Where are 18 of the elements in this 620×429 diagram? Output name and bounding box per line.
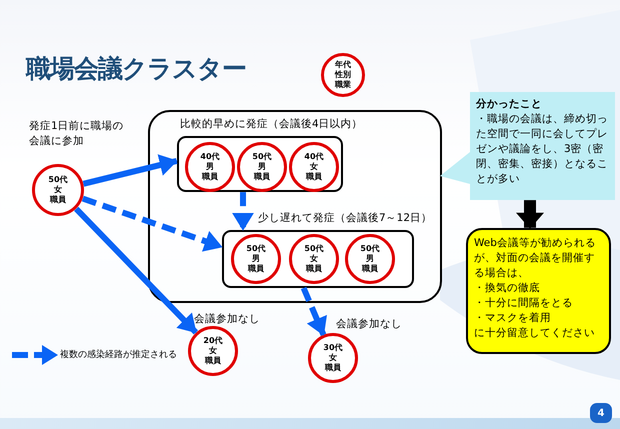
side-note: 会議参加なし bbox=[336, 317, 402, 332]
callout-box: 分かったこと ・職場の会議は、締め切った空間で一同に会してプレゼンや議論をし、3密（密閉、密集、密接）となることが多い bbox=[470, 92, 615, 200]
note-box: Web会議等が勧められるが、対面の会議を開催する場合は、 ・換気の徹底 ・十分に間隔をとる ・マスクを着用 に十分留意してください bbox=[466, 228, 611, 354]
person-circle: 年代 性別 職業 bbox=[321, 53, 365, 97]
arrow bbox=[82, 154, 178, 187]
arrow bbox=[232, 192, 254, 231]
arrow bbox=[74, 206, 198, 334]
page-number: 4 bbox=[590, 403, 612, 423]
side-note: 発症1日前に職場の会議に参加 bbox=[29, 119, 125, 149]
group-box bbox=[148, 110, 442, 303]
side-note: 会議参加なし bbox=[194, 312, 260, 327]
title: 職場会議クラスター bbox=[26, 53, 246, 85]
group-heading: 比較的早めに発症（会議後4日以内） bbox=[180, 117, 363, 131]
group-heading: 少し遅れて発症（会議後7～12日） bbox=[258, 211, 432, 225]
arrow bbox=[300, 286, 327, 336]
legend-text: 複数の感染経路が推定される bbox=[60, 348, 177, 361]
arrow bbox=[82, 196, 223, 252]
arrow bbox=[516, 200, 544, 229]
